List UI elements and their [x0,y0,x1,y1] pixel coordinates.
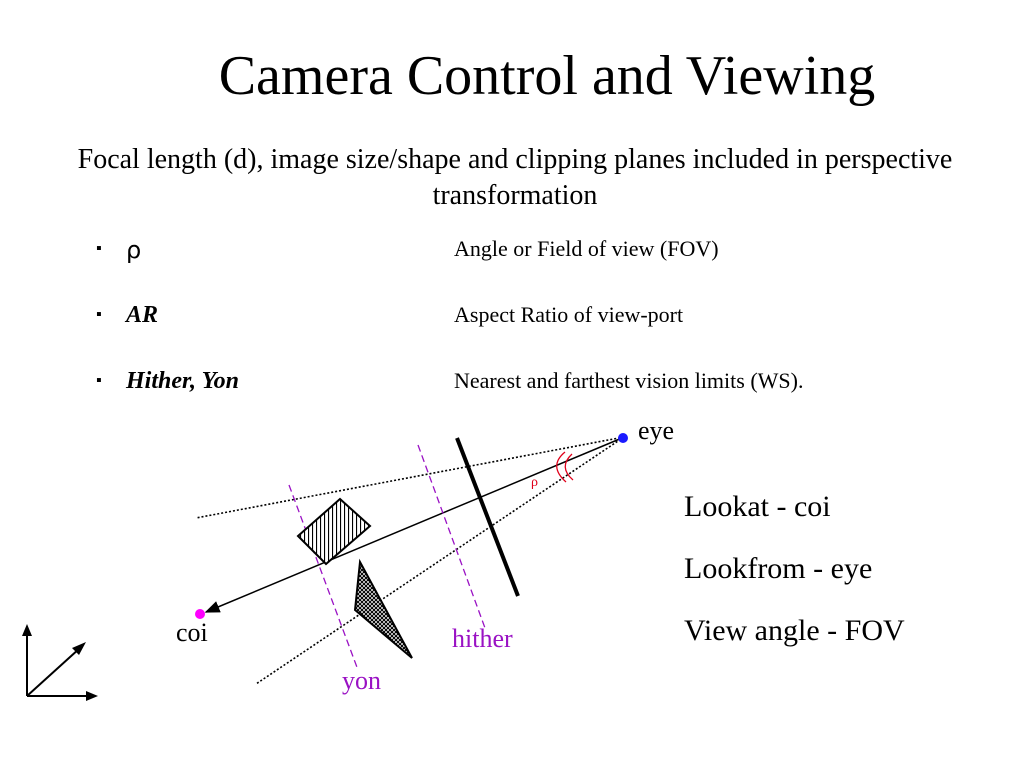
coordinate-axes-icon [22,624,98,701]
fov-angle-arc-inner [564,453,574,481]
bullet-description: Angle or Field of view (FOV) [454,236,719,261]
yon-label: yon [342,666,381,695]
bullet-item-aspect-ratio: ▪ AR Aspect Ratio of view-port [96,302,956,338]
note-view-angle: View angle - FOV [684,614,905,647]
eye-point [618,433,628,443]
bullet-term: Hither, Yon [126,368,239,394]
hatched-square-object [296,497,372,566]
bullet-term: ρ [126,236,142,264]
note-lookat: Lookat - coi [684,490,831,523]
hither-plane [417,444,486,629]
note-lookfrom: Lookfrom - eye [684,552,873,585]
camera-notes: Lookat - coi Lookfrom - eye View angle -… [684,476,905,662]
bullet-item-fov: ▪ ρ Angle or Field of view (FOV) [96,236,956,272]
eye-label: eye [638,416,675,445]
hatched-triangle-object [353,558,413,659]
bullet-description: Aspect Ratio of view-port [454,302,684,327]
rho-label: ρ [531,475,538,490]
image-plane [455,437,520,597]
bullet-item-hither-yon: ▪ Hither, Yon Nearest and farthest visio… [96,368,956,404]
line-of-sight-arrow [204,437,623,613]
bullet-description: Nearest and farthest vision limits (WS). [454,368,804,393]
slide-title: Camera Control and Viewing [218,45,876,107]
bullet-marker: ▪ [96,372,102,389]
frustum-upper-line [195,436,625,519]
bullet-marker: ▪ [96,240,102,257]
fov-angle-arc [556,451,567,483]
slide-subtitle: Focal length (d), image size/shape and c… [77,144,953,211]
bullet-marker: ▪ [96,306,102,323]
frustum-lower-line [255,436,625,685]
coi-label: coi [176,618,208,647]
hither-label: hither [452,624,513,653]
coi-point [195,609,205,619]
bullet-term: AR [126,302,159,328]
